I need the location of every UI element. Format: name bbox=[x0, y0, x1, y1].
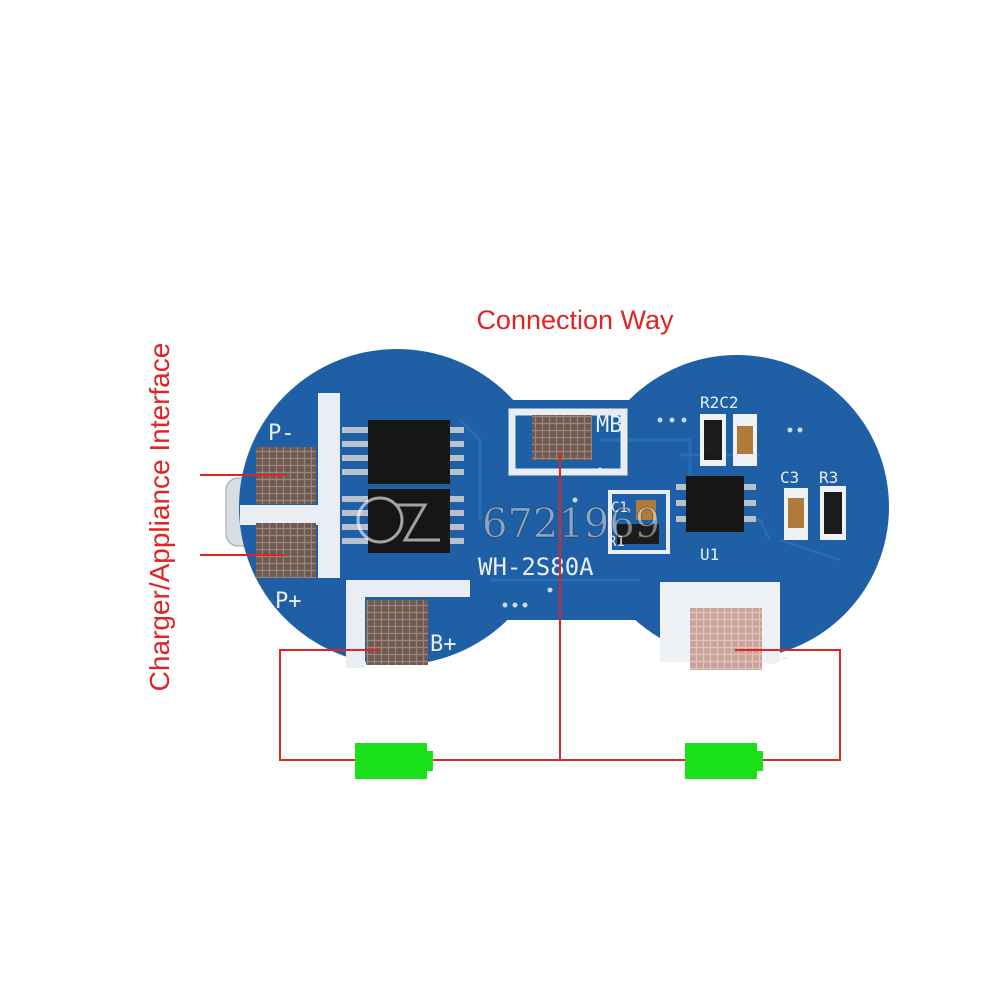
wire-b-plus bbox=[279, 649, 380, 761]
battery-cell-1 bbox=[355, 743, 433, 779]
r1-label: R1 bbox=[608, 534, 625, 550]
u1-chip bbox=[676, 476, 756, 532]
mosfet-top bbox=[342, 420, 464, 484]
r3-marking: 102 bbox=[823, 505, 836, 525]
r2c2-label: R2C2 bbox=[700, 393, 739, 412]
watermark-text: 6721969 bbox=[482, 501, 660, 547]
b-plus-label: B+ bbox=[430, 632, 457, 657]
battery-cell-2 bbox=[685, 743, 763, 779]
r2-marking: 331 bbox=[703, 434, 716, 454]
mb-label: MB bbox=[596, 413, 623, 438]
c3-label: C3 bbox=[780, 468, 799, 487]
mb-pad bbox=[532, 415, 592, 460]
r1-marking: 331 bbox=[628, 528, 648, 541]
c1-label: C1 bbox=[611, 500, 628, 516]
b-minus-label: B- bbox=[765, 645, 792, 670]
p-plus-pad bbox=[256, 523, 316, 578]
pads bbox=[256, 415, 762, 670]
wire-b-minus bbox=[735, 649, 841, 761]
mosfet-chips bbox=[342, 420, 756, 553]
p-minus-label: P- bbox=[268, 421, 295, 446]
watermark-logo bbox=[356, 496, 440, 544]
connection-wires bbox=[200, 452, 841, 761]
r3-label: R3 bbox=[819, 468, 838, 487]
u1-label: U1 bbox=[700, 545, 719, 564]
b-plus-pad bbox=[366, 600, 428, 665]
board-model-label: WH-2S80A bbox=[478, 553, 594, 581]
b-minus-pad bbox=[690, 608, 762, 670]
passive-components: 331 102 331 bbox=[608, 414, 846, 554]
p-plus-label: P+ bbox=[275, 589, 302, 614]
